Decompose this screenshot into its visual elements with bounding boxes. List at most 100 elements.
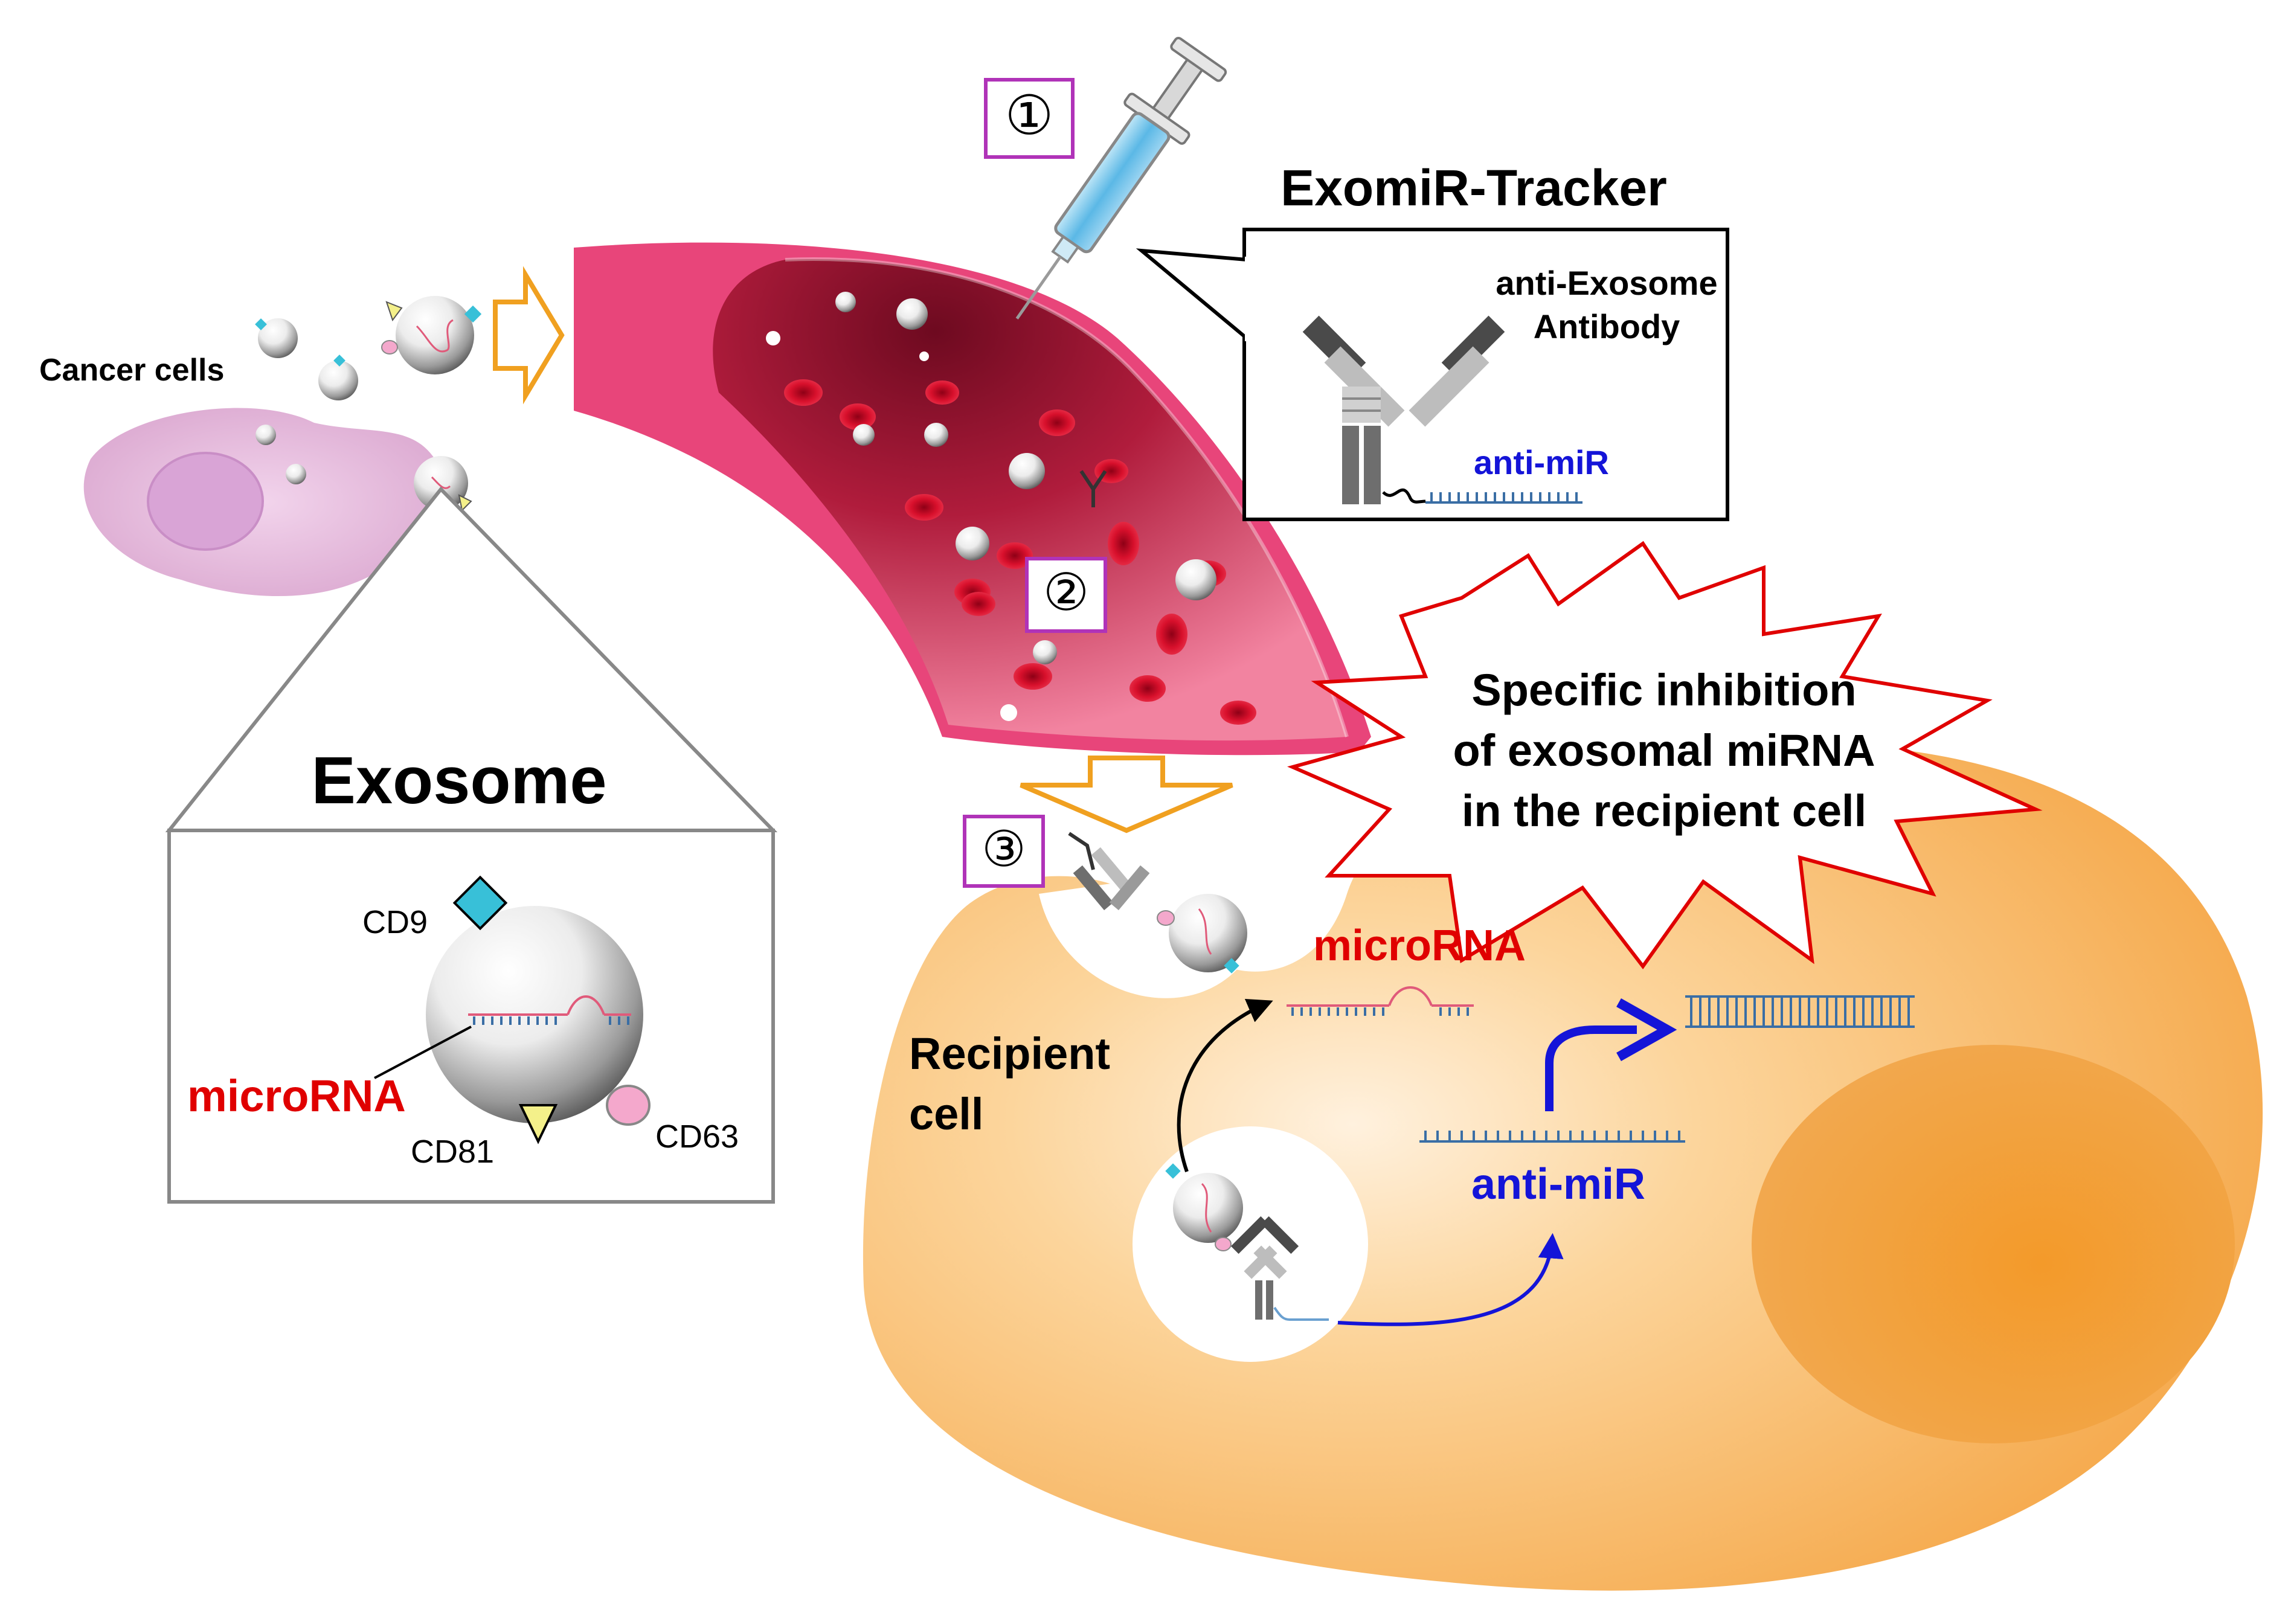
antibody-label-line1: anti-Exosome — [1496, 264, 1717, 302]
tracker-title: ExomiR-Tracker — [1280, 159, 1667, 216]
burst-line-1: Specific inhibition — [1471, 665, 1856, 715]
exosome — [835, 292, 856, 312]
red-blood-cells — [784, 379, 1256, 725]
cd9-marker — [255, 318, 267, 330]
cd9-label: CD9 — [362, 904, 428, 940]
red-blood-cell — [925, 380, 959, 405]
duplex-formation-arrowhead — [1616, 998, 1677, 1061]
exosome — [1175, 559, 1216, 600]
cd81-marker — [458, 494, 472, 512]
cd9-marker — [452, 875, 508, 931]
cd9-marker — [333, 355, 345, 367]
burst-line-3: in the recipient cell — [1462, 786, 1866, 836]
step-2-number: ② — [1043, 564, 1089, 621]
exosome — [1000, 704, 1017, 721]
red-blood-cell — [1220, 701, 1256, 725]
flow-arrow-right — [493, 266, 565, 405]
exosome-title: Exosome — [311, 743, 606, 818]
tracker-callout-pointer — [1136, 248, 1248, 340]
cell-microrna-strand — [1287, 986, 1474, 1016]
exosome — [318, 361, 358, 400]
microrna-inset-label: microRNA — [187, 1071, 406, 1121]
microrna-cell-label: microRNA — [1313, 922, 1526, 970]
exosome — [766, 331, 780, 345]
red-blood-cell — [1039, 409, 1075, 436]
step-3-number: ③ — [982, 822, 1026, 877]
exosome — [1169, 894, 1247, 972]
cd63-marker — [1157, 910, 1175, 926]
antibody-icon — [1302, 315, 1582, 504]
red-blood-cell — [1014, 663, 1052, 690]
mirna-anti-mir-duplex — [1685, 995, 1915, 1028]
red-blood-cell — [905, 494, 943, 521]
red-blood-cell — [1156, 614, 1187, 655]
inset-microrna — [468, 995, 631, 1025]
exosome — [1033, 640, 1057, 664]
syringe-plunger-cap — [1170, 36, 1227, 82]
antibody-linker — [1382, 488, 1426, 504]
duplex-formation-arrow — [1545, 1025, 1637, 1111]
syringe-needle — [1015, 255, 1062, 319]
syringe — [1015, 36, 1227, 319]
microrna-pointer — [374, 1025, 472, 1079]
recipient-nucleus — [1752, 1045, 2235, 1443]
endosome-contents — [1165, 1163, 1329, 1321]
anti-mir-cell-label: anti-miR — [1471, 1160, 1645, 1208]
flow-arrow-down — [1020, 756, 1233, 833]
exosome — [919, 351, 929, 361]
exosome — [924, 423, 948, 447]
cd63-marker — [1215, 1237, 1232, 1251]
endosome — [1133, 1126, 1368, 1362]
red-blood-cell — [840, 403, 876, 430]
small-exosome — [255, 425, 276, 445]
antibody-label-line2: Antibody — [1534, 307, 1680, 345]
exosome-inset: Exosome CD9 CD63 CD81 microRNA — [165, 486, 778, 1204]
microrna-strand — [431, 476, 451, 489]
cd81-marker — [385, 301, 403, 322]
exosome — [853, 424, 875, 446]
red-blood-cell — [997, 542, 1033, 569]
cell-anti-mir-strand — [1419, 1131, 1685, 1143]
anti-mir-release-arrow — [1337, 1233, 1564, 1326]
released-exosomes — [255, 296, 482, 512]
red-blood-cell — [1129, 675, 1166, 702]
recipient-label-line1: Recipient — [909, 1029, 1110, 1079]
cancer-nucleus — [147, 452, 264, 551]
cd9-marker — [464, 305, 482, 323]
exosome — [956, 527, 989, 560]
cd81-marker — [518, 1104, 558, 1144]
microrna-strand — [1198, 908, 1212, 955]
exosome — [1173, 1173, 1243, 1243]
anti-mir-strand — [1425, 492, 1582, 504]
tracker-callout-box — [1242, 228, 1729, 521]
exosome — [1009, 453, 1045, 489]
step-1-marker: ① — [984, 78, 1075, 159]
tracker-callout: anti-Exosome Antibody anti-miR — [1136, 228, 1729, 521]
vessel-lumen — [713, 259, 1347, 741]
recipient-label-line2: cell — [909, 1089, 983, 1139]
step-1-number: ① — [1005, 86, 1054, 146]
red-blood-cell — [1108, 522, 1139, 565]
exosome — [414, 456, 468, 510]
cd63-label: CD63 — [655, 1119, 739, 1155]
exosome — [896, 298, 928, 330]
inhibition-burst: Specific inhibition of exosomal miRNA in… — [1287, 541, 2043, 970]
small-exosome — [286, 464, 306, 484]
cd63-marker — [606, 1085, 651, 1126]
exosome — [396, 296, 474, 374]
exosome — [258, 318, 298, 358]
vessel-rim — [785, 257, 1349, 737]
burst-shape — [1287, 541, 2043, 970]
red-blood-cell — [962, 592, 995, 616]
burst-line-2: of exosomal miRNA — [1453, 725, 1875, 775]
microrna-strand — [1201, 1183, 1212, 1233]
microrna-strand — [416, 319, 454, 353]
cd81-label: CD81 — [411, 1134, 494, 1170]
cancer-cell — [83, 408, 442, 597]
anti-mir-callout-label: anti-miR — [1474, 443, 1609, 481]
cancer-cells-label: Cancer cells — [39, 353, 224, 388]
step-2-marker: ② — [1025, 557, 1107, 633]
step-3-marker: ③ — [963, 815, 1045, 888]
